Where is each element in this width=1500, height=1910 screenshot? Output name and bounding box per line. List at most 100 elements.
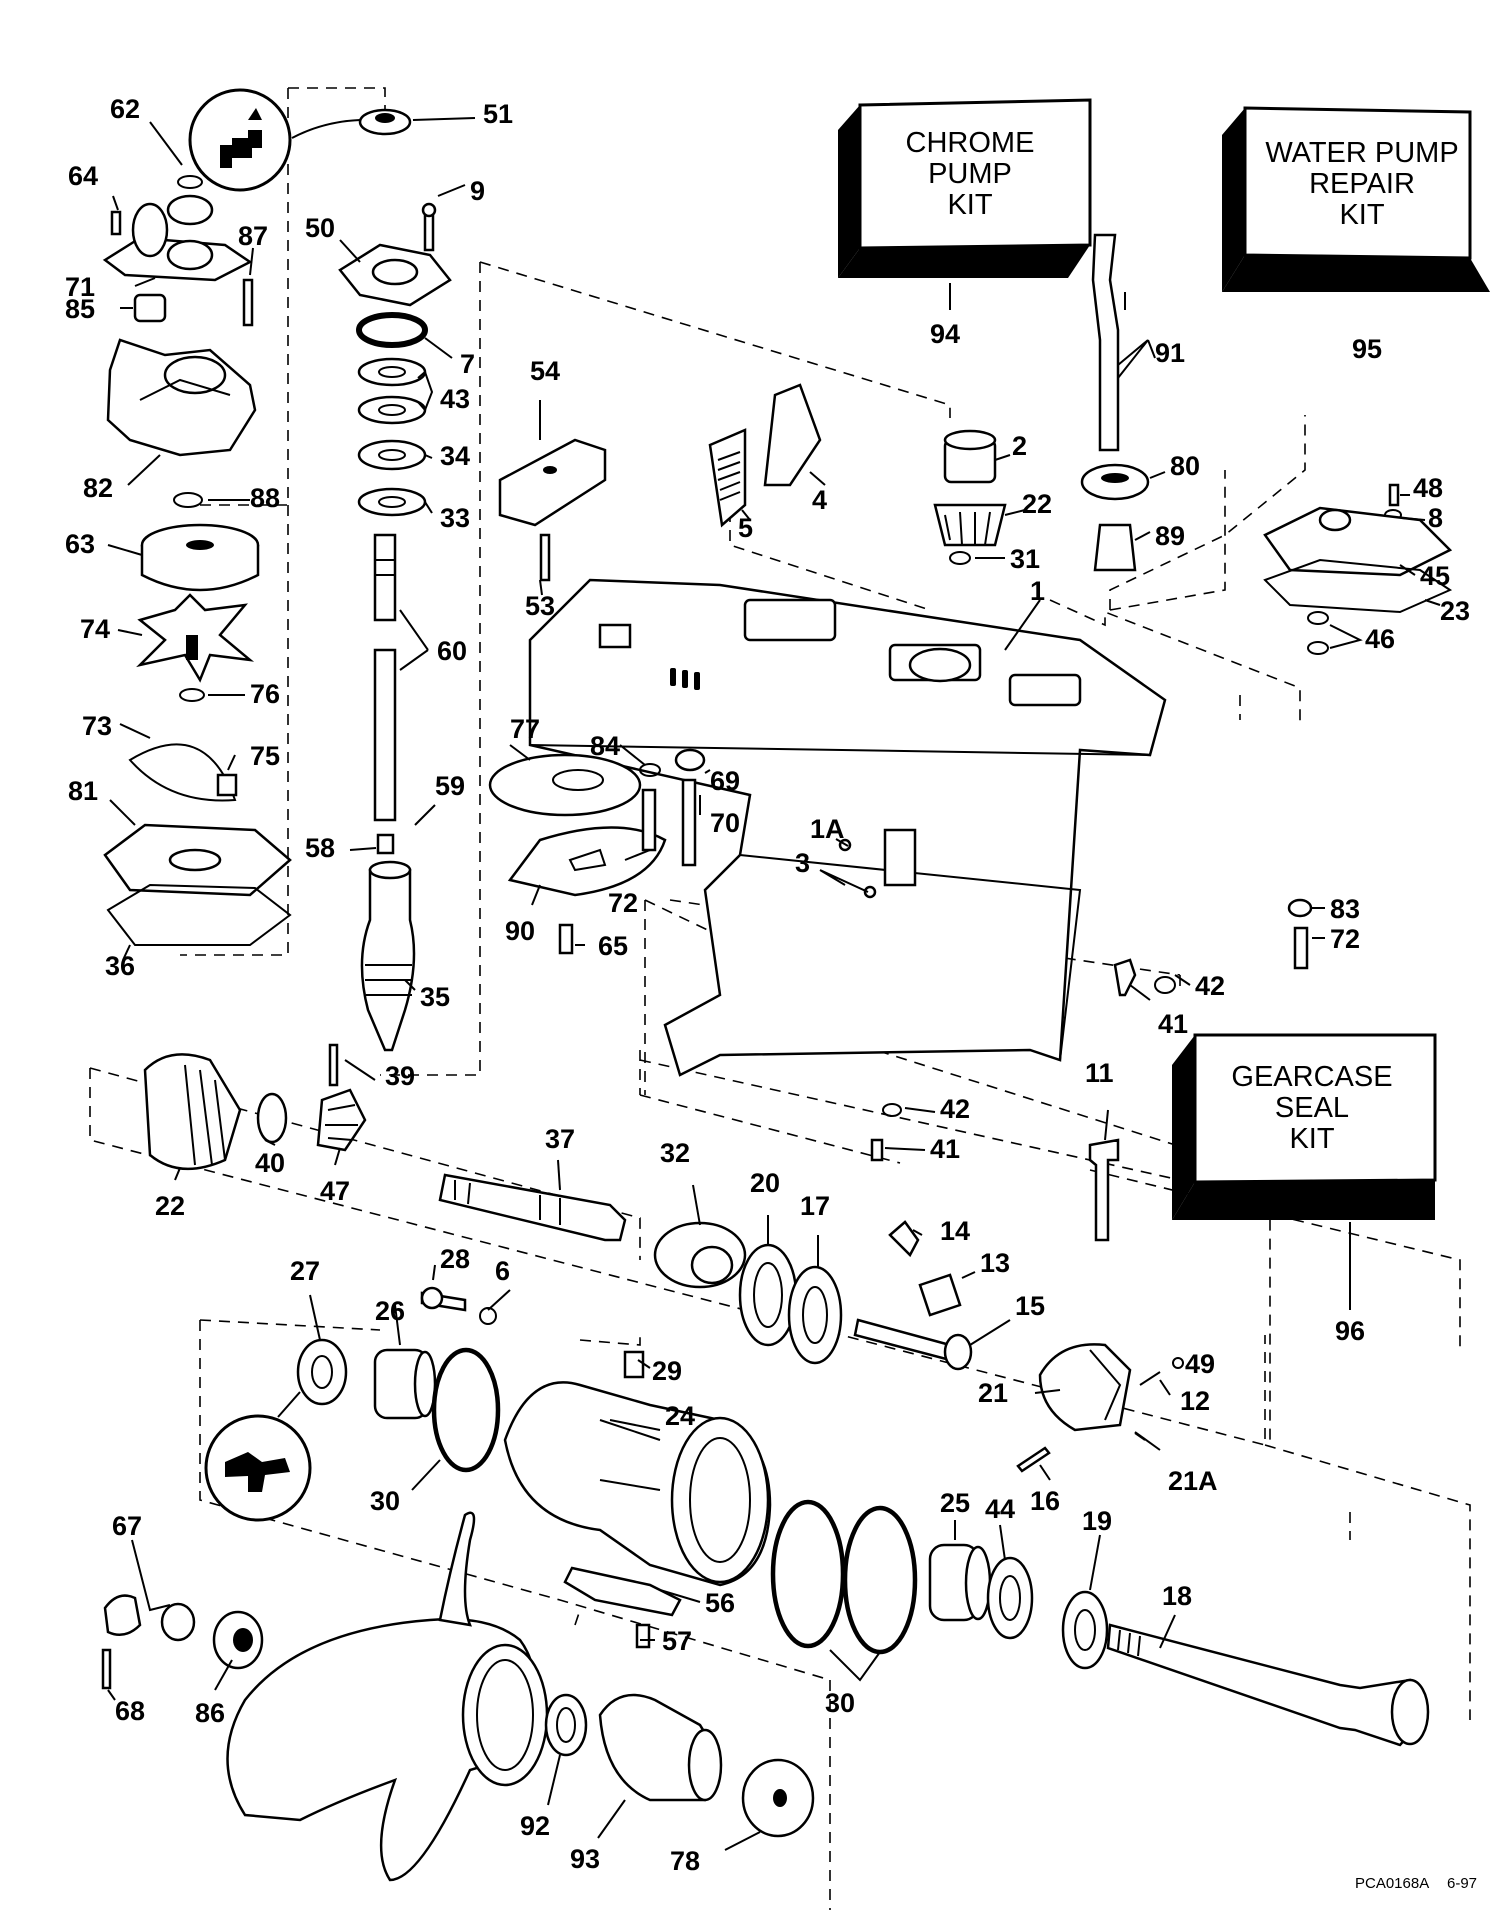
label-42-lower: 42	[940, 1094, 970, 1124]
label-93: 93	[570, 1844, 600, 1874]
figure-code: PCA0168A	[1355, 1875, 1429, 1892]
label-50: 50	[305, 213, 335, 243]
label-29: 29	[652, 1356, 682, 1386]
label-73: 73	[82, 711, 112, 741]
gearcase-housing	[528, 578, 1313, 1162]
kit-96-line-3: KIT	[1289, 1123, 1334, 1155]
label-20: 20	[750, 1168, 780, 1198]
label-87: 87	[238, 221, 268, 251]
kit-box-94: CHROME PUMP KIT	[838, 98, 1092, 278]
label-51: 51	[483, 99, 513, 129]
label-21a: 21A	[1168, 1466, 1218, 1496]
label-72-right: 72	[1330, 924, 1360, 954]
label-43: 43	[440, 384, 470, 414]
label-3: 3	[795, 848, 810, 878]
label-30-left: 30	[370, 1486, 400, 1516]
label-44: 44	[985, 1494, 1015, 1524]
label-94: 94	[930, 319, 960, 349]
label-67: 67	[112, 1511, 142, 1541]
label-35: 35	[420, 982, 450, 1012]
label-6: 6	[495, 1256, 510, 1286]
label-63: 63	[65, 529, 95, 559]
kit-96-line-2: SEAL	[1275, 1092, 1349, 1124]
leader-lines	[107, 121, 1441, 1851]
label-22-top: 22	[1022, 489, 1052, 519]
kit-96-line-1: GEARCASE	[1231, 1061, 1392, 1093]
label-21: 21	[978, 1378, 1008, 1408]
label-68: 68	[115, 1696, 145, 1726]
label-58: 58	[305, 833, 335, 863]
kit-95-line-1: WATER PUMP	[1265, 137, 1458, 169]
kit-94-line-3: KIT	[947, 189, 992, 221]
label-11: 11	[1085, 1058, 1114, 1088]
label-90: 90	[505, 916, 535, 946]
label-75: 75	[250, 741, 280, 771]
label-26: 26	[375, 1296, 405, 1326]
label-1a: 1A	[810, 814, 845, 844]
label-82: 82	[83, 473, 113, 503]
label-41-lower: 41	[930, 1134, 960, 1164]
label-14: 14	[940, 1216, 970, 1246]
label-74: 74	[80, 614, 110, 644]
label-17: 17	[800, 1191, 830, 1221]
label-80: 80	[1170, 451, 1200, 481]
label-34: 34	[440, 441, 470, 471]
label-46: 46	[1365, 624, 1395, 654]
label-70: 70	[710, 808, 740, 838]
label-76: 76	[250, 679, 280, 709]
label-47: 47	[320, 1176, 350, 1206]
label-84: 84	[590, 731, 620, 761]
label-12: 12	[1180, 1386, 1210, 1416]
label-85: 85	[65, 294, 95, 324]
label-5: 5	[738, 513, 753, 543]
label-19: 19	[1082, 1506, 1112, 1536]
label-64: 64	[68, 161, 98, 191]
kit-95-line-2: REPAIR	[1309, 168, 1415, 200]
label-23: 23	[1440, 596, 1470, 626]
label-59: 59	[435, 771, 465, 801]
label-36: 36	[105, 951, 135, 981]
label-16: 16	[1030, 1486, 1060, 1516]
label-32: 32	[660, 1138, 690, 1168]
driveshaft-parts	[328, 202, 452, 1087]
propeller-parts	[101, 1511, 815, 1882]
label-72-left: 72	[608, 888, 638, 918]
label-1: 1	[1030, 576, 1045, 606]
kit-94-line-2: PUMP	[928, 158, 1012, 190]
label-7: 7	[460, 349, 475, 379]
label-65: 65	[598, 931, 628, 961]
label-4: 4	[812, 485, 827, 515]
label-13: 13	[980, 1248, 1010, 1278]
label-62: 62	[110, 94, 140, 124]
label-42-upper: 42	[1195, 971, 1225, 1001]
trim-parts	[488, 748, 706, 955]
label-49: 49	[1185, 1349, 1215, 1379]
label-37: 37	[545, 1124, 575, 1154]
label-39: 39	[385, 1061, 415, 1091]
label-53: 53	[525, 591, 555, 621]
label-81: 81	[68, 776, 98, 806]
label-24: 24	[665, 1401, 695, 1431]
label-92: 92	[520, 1811, 550, 1841]
label-18: 18	[1162, 1581, 1192, 1611]
label-88: 88	[250, 483, 280, 513]
figure-date: 6-97	[1447, 1875, 1477, 1892]
label-40: 40	[255, 1148, 285, 1178]
label-77: 77	[510, 714, 540, 744]
kit-95-line-3: KIT	[1339, 199, 1384, 231]
label-2: 2	[1012, 431, 1027, 461]
label-69: 69	[710, 766, 740, 796]
label-57: 57	[662, 1626, 692, 1656]
label-22-bottom: 22	[155, 1191, 185, 1221]
label-33: 33	[440, 503, 470, 533]
label-91: 91	[1155, 338, 1185, 368]
label-56: 56	[705, 1588, 735, 1618]
label-71: 71	[65, 272, 95, 302]
label-78: 78	[670, 1846, 700, 1876]
kit-box-96: GEARCASE SEAL KIT	[1172, 1033, 1437, 1220]
label-48: 48	[1413, 473, 1443, 503]
label-83: 83	[1330, 894, 1360, 924]
label-30-bottom: 30	[825, 1688, 855, 1718]
label-15: 15	[1015, 1291, 1045, 1321]
